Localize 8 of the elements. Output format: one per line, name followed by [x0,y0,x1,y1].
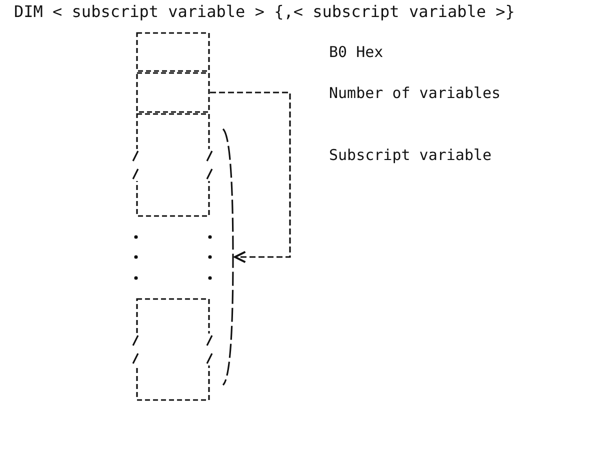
arrow [210,92,291,264]
field-label: Subscript variable [329,146,492,164]
field-label: B0 Hex [329,43,384,61]
brace [221,128,235,386]
field-label: Number of variables [329,84,501,102]
syntax-line: DIM < subscript variable > {,< subscript variable >} [14,3,515,21]
memory-cell [136,72,210,113]
memory-cell [136,32,210,72]
